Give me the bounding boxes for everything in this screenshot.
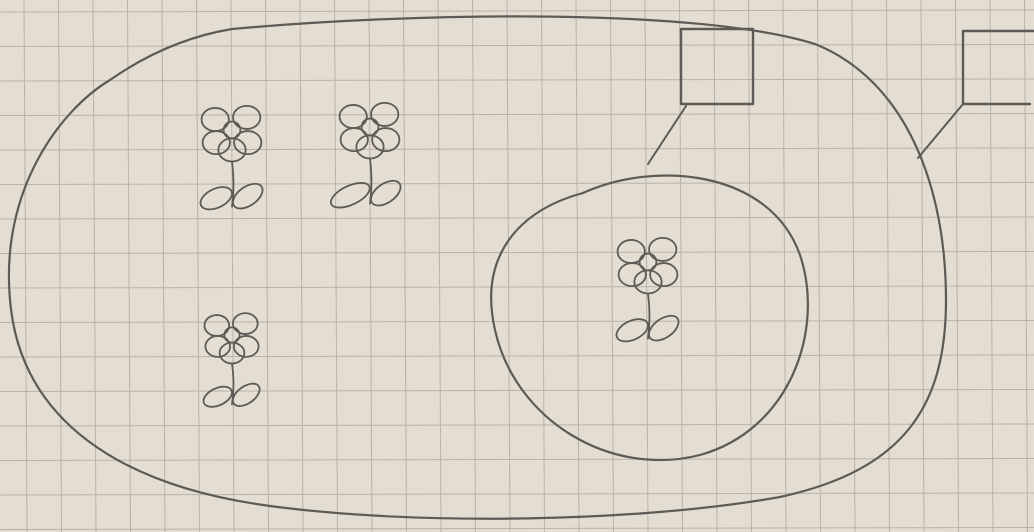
- grid-line-horizontal: [0, 10, 1034, 12]
- grid-line-horizontal: [0, 424, 1034, 426]
- grid-line-horizontal: [0, 217, 1034, 219]
- grid-line-horizontal: [0, 148, 1034, 150]
- grid-line-horizontal: [0, 528, 1034, 530]
- flower-petal: [233, 313, 258, 334]
- grid-line-horizontal: [0, 286, 1034, 288]
- flower-icon: [613, 238, 683, 346]
- grid-line-horizontal: [0, 459, 1034, 461]
- grid-line-horizontal: [0, 493, 1034, 495]
- flower-petal: [634, 270, 661, 293]
- grid-line-horizontal: [0, 355, 1034, 357]
- flower-icon: [200, 313, 263, 411]
- flower-leaf: [613, 315, 651, 346]
- grid-line-vertical: [162, 0, 165, 532]
- grid-line-horizontal: [0, 390, 1034, 392]
- grid-line-vertical: [197, 0, 200, 532]
- flower-leaf: [327, 178, 373, 213]
- grid-line-vertical: [93, 0, 96, 532]
- flower-petal: [220, 343, 245, 364]
- grid-line-vertical: [887, 0, 890, 532]
- grid-line-vertical: [300, 0, 303, 532]
- flower-petal: [649, 238, 676, 261]
- inner-set-label-box: [681, 29, 753, 104]
- flower-center: [224, 327, 239, 342]
- flower-center: [640, 254, 657, 271]
- grid-line-horizontal: [0, 79, 1034, 81]
- grid-line-horizontal: [0, 321, 1034, 323]
- flower-icon: [327, 103, 405, 213]
- grid-line-horizontal: [0, 45, 1034, 47]
- grid-line-vertical: [956, 0, 959, 532]
- flower-petal: [233, 106, 260, 129]
- grid-line-horizontal: [0, 252, 1034, 254]
- grid-line-vertical: [24, 0, 27, 532]
- grid-line-horizontal: [0, 183, 1034, 185]
- outer-set-oval: [9, 16, 946, 518]
- grid-line-vertical: [990, 0, 993, 532]
- flower-leaf: [200, 383, 235, 411]
- flower-leaf: [197, 183, 235, 214]
- grid-line-vertical: [266, 0, 269, 532]
- grid-line-vertical: [1025, 0, 1028, 532]
- grid-line-vertical: [128, 0, 131, 532]
- grid-line-vertical: [231, 0, 234, 532]
- grid-line-vertical: [335, 0, 338, 532]
- grid-line-vertical: [59, 0, 62, 532]
- grid-line-vertical: [921, 0, 924, 532]
- outer-set-label-box: [963, 31, 1034, 104]
- grid-line-horizontal: [0, 114, 1034, 116]
